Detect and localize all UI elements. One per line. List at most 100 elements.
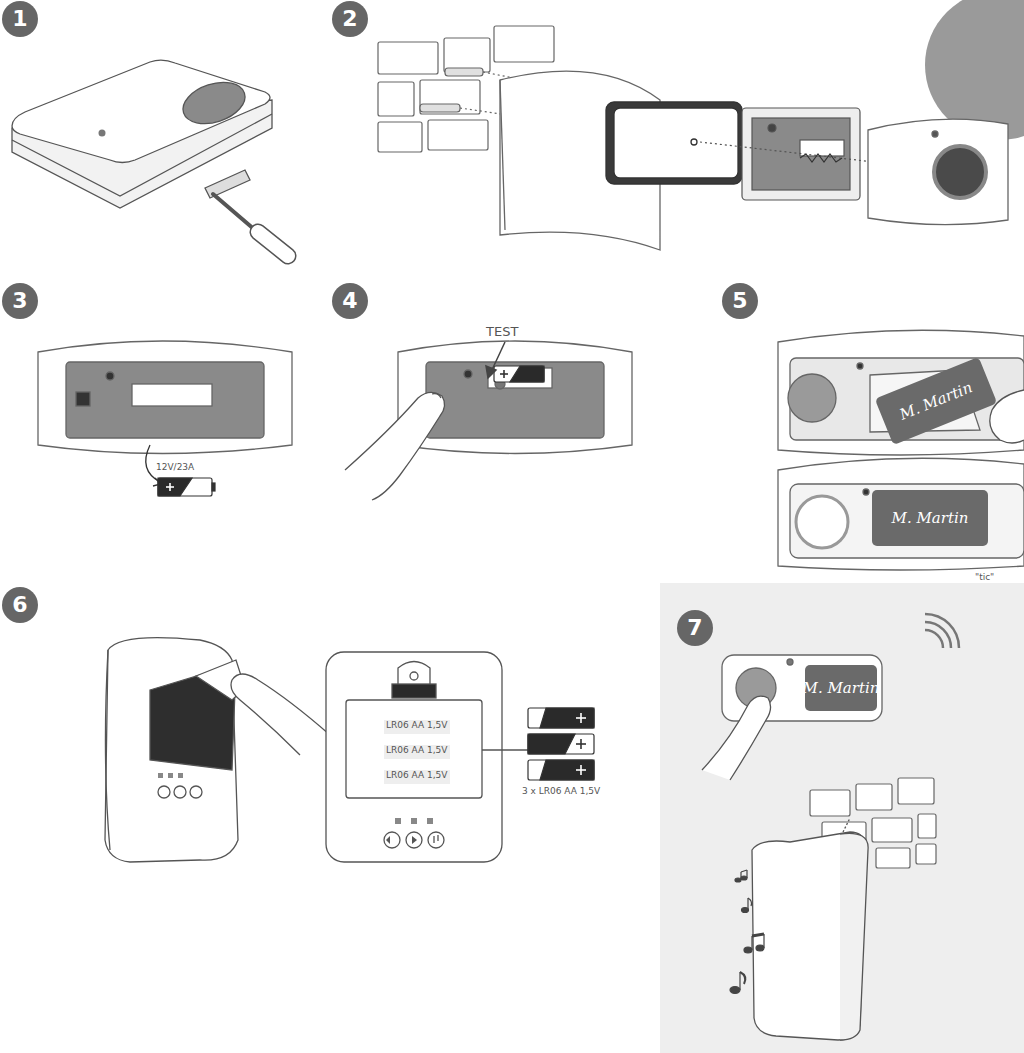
receiver-front [410, 672, 418, 680]
opened-housing [76, 392, 90, 406]
wall [378, 42, 438, 74]
closed-housing [796, 496, 848, 548]
aa-batteries [580, 765, 582, 775]
gasket [606, 102, 742, 184]
push-button-unit [99, 130, 106, 137]
receiver-side [105, 650, 110, 850]
battery-label: 3 x LR06 AA 1,5V [522, 786, 600, 796]
music-notes [748, 898, 752, 906]
wall [378, 82, 414, 116]
back-housing [500, 80, 505, 230]
wireless-icon [925, 614, 959, 648]
step-circle [332, 1, 368, 37]
receiver-front [326, 652, 528, 862]
step-number: 2 [331, 0, 369, 38]
opened-housing [778, 330, 1024, 455]
step-number-text: 5 [732, 290, 747, 312]
step-circle [2, 587, 38, 623]
music-notes [747, 898, 748, 910]
finger [231, 674, 330, 755]
name-tag: M. Martin [805, 665, 877, 711]
finger [702, 696, 771, 780]
step-number-text: 2 [342, 8, 357, 30]
music-notes [739, 972, 740, 990]
step-number-text: 4 [342, 290, 357, 312]
push-button-unit [12, 60, 270, 162]
step-number-text: 3 [12, 290, 27, 312]
receiver-front [428, 832, 444, 848]
opened-housing [788, 374, 836, 422]
receiver-front [482, 749, 528, 750]
wall [494, 26, 554, 62]
step-panel [660, 583, 1024, 1053]
wall [876, 848, 910, 868]
receiver-front [411, 818, 417, 824]
opened-housing [66, 362, 264, 438]
step-number-text: 6 [12, 594, 27, 616]
wall [428, 120, 488, 150]
battery-installed [503, 370, 505, 378]
battery-12v [158, 478, 212, 496]
receiver-side [174, 786, 186, 798]
battery-installed [510, 366, 544, 382]
wall [918, 814, 936, 838]
finger [345, 392, 445, 500]
receiver-side [190, 786, 202, 798]
push-button-unit [787, 659, 793, 665]
aa-batteries [580, 713, 582, 723]
screwdriver [258, 232, 288, 256]
battery-label: 12V/23A [156, 462, 194, 472]
step-number: 3 [1, 282, 39, 320]
music-notes [756, 945, 764, 951]
wireless-icon [925, 630, 943, 648]
wall [916, 844, 936, 864]
wall-plugs [445, 68, 483, 76]
music-notes [735, 878, 741, 882]
aa-batteries [528, 734, 575, 754]
opened-housing [464, 370, 472, 378]
screwdriver [258, 232, 288, 256]
battery-12v [169, 483, 171, 491]
receiver-side [158, 773, 163, 778]
step-number-text: 1 [12, 8, 27, 30]
circuit-board [800, 154, 842, 162]
circuit-board [800, 140, 844, 156]
aa-batteries [540, 760, 594, 780]
receiver-front [346, 700, 482, 798]
wall [810, 790, 850, 816]
receiver [840, 833, 868, 1040]
receiver-front [434, 835, 438, 843]
receiver-front [384, 720, 450, 734]
receiver-front [412, 836, 417, 844]
music-notes [746, 870, 747, 878]
battery-label: LR06 AA 1,5V [386, 720, 447, 730]
receiver-side [168, 773, 173, 778]
step-number-text: 7 [687, 617, 702, 639]
receiver [843, 818, 850, 832]
aa-batteries [528, 760, 594, 780]
finger [231, 674, 330, 755]
step-circle [2, 1, 38, 37]
push-button-unit [12, 60, 272, 208]
aa-batteries [580, 739, 582, 749]
gasket [691, 139, 697, 145]
step-number: 5 [721, 282, 759, 320]
test-arrow [486, 366, 496, 378]
receiver-front [395, 818, 401, 824]
test-label: TEST [486, 324, 518, 339]
name-text: M. Martin [803, 679, 880, 697]
gasket [606, 102, 742, 184]
battery-label: LR06 AA 1,5V [386, 770, 447, 780]
closed-housing [863, 489, 869, 495]
music-notes [752, 934, 764, 936]
name-tag: M. Martin [872, 490, 988, 546]
opened-housing [426, 362, 604, 438]
receiver-front [386, 836, 390, 844]
wireless-icon [925, 622, 951, 648]
screwdriver [213, 194, 288, 256]
wall [444, 38, 490, 72]
music-notes [741, 870, 747, 872]
finger [702, 696, 771, 780]
aa-batteries [528, 708, 594, 780]
